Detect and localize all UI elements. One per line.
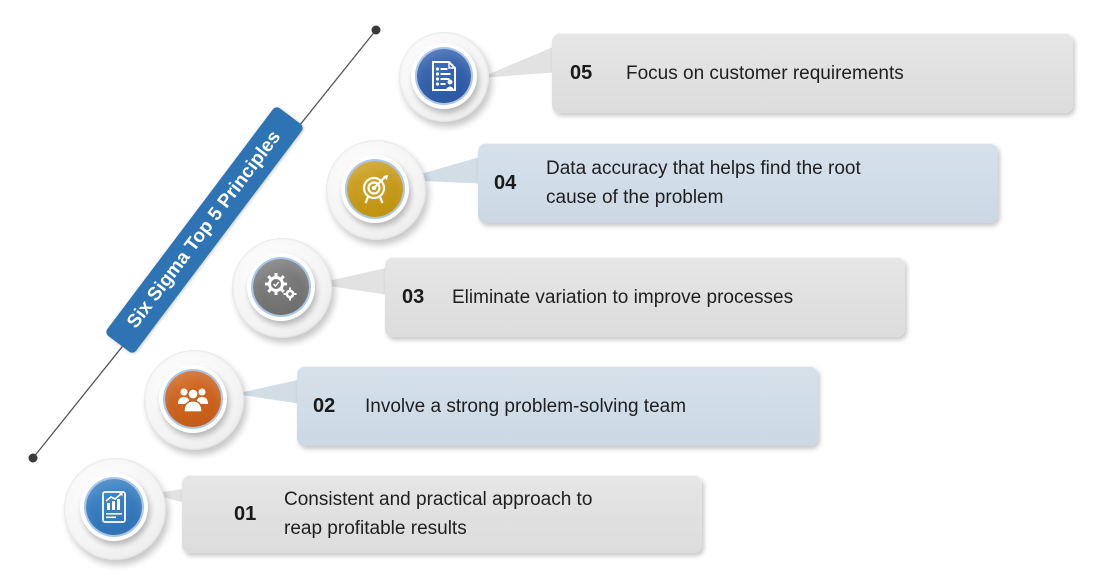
callout-03-pointer — [315, 266, 395, 296]
principle-number: 03 — [402, 285, 425, 308]
icon-disc-01 — [64, 458, 166, 560]
callout-05: 05 Focus on customer requirements — [552, 33, 1073, 113]
principle-text-line2: reap profitable results — [284, 518, 467, 539]
callout-01: 01 Consistent and practical approach to … — [182, 475, 702, 553]
icon-disc-04 — [326, 140, 426, 240]
icon-disc-03 — [232, 238, 332, 338]
axis-end-dot-top — [371, 25, 381, 35]
principle-number: 01 — [234, 502, 257, 525]
callout-03: 03 Eliminate variation to improve proces… — [385, 257, 905, 337]
principle-number: 04 — [494, 171, 517, 194]
principle-text-line1: Data accuracy that helps find the root — [546, 158, 861, 179]
callout-02-pointer — [235, 376, 315, 406]
principle-text: Eliminate variation to improve processes — [452, 286, 794, 308]
document-checklist-icon — [417, 49, 471, 103]
icon-disc-02 — [144, 350, 244, 450]
principle-text-line2: cause of the problem — [546, 187, 724, 208]
principle-text: Involve a strong problem-solving team — [365, 395, 687, 417]
principle-text-line1: Consistent and practical approach to — [284, 489, 593, 510]
principle-text: Consistent and practical approach to rea… — [284, 485, 592, 543]
gears-icon — [253, 259, 309, 315]
principle-text: Focus on customer requirements — [626, 62, 904, 84]
principle-text: Data accuracy that helps find the root c… — [546, 154, 861, 212]
report-chart-icon — [86, 479, 142, 535]
team-icon — [165, 371, 221, 427]
target-icon — [347, 161, 403, 217]
axis-end-dot-bottom — [28, 453, 38, 463]
principle-number: 02 — [313, 394, 336, 417]
principle-number: 05 — [570, 61, 593, 84]
callout-02: 02 Involve a strong problem-solving team — [297, 366, 818, 446]
icon-disc-05 — [399, 32, 489, 122]
callout-04: 04 Data accuracy that helps find the roo… — [478, 143, 998, 223]
callout-05-pointer — [480, 44, 560, 78]
